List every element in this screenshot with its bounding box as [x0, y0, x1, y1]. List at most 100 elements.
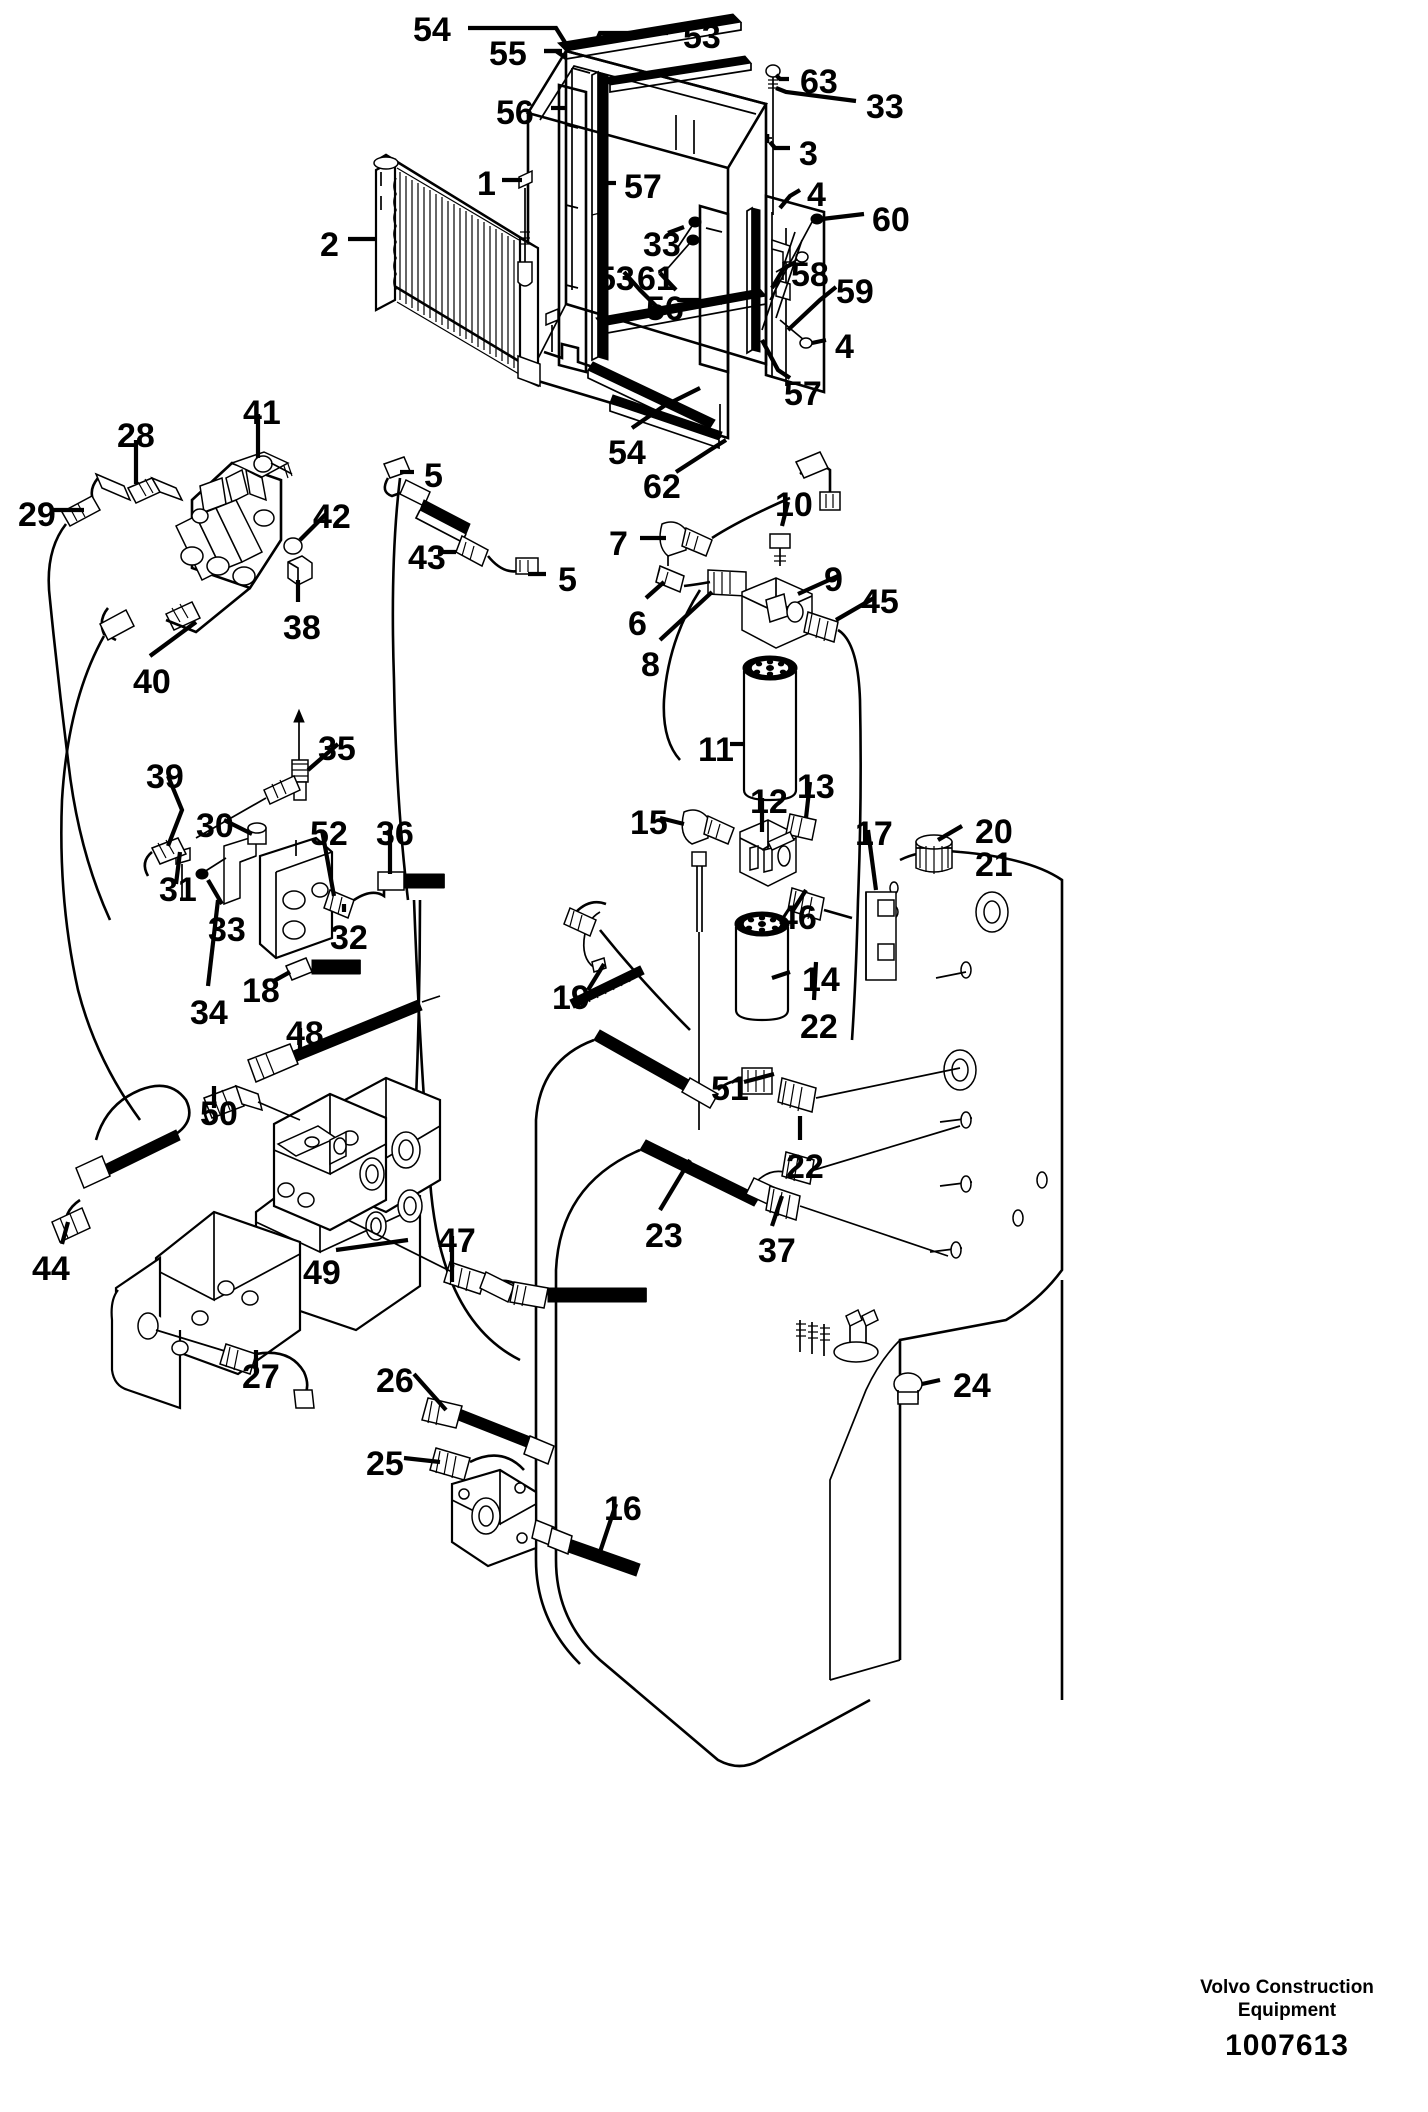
plug-24 [893, 1372, 923, 1405]
callout-51: 51 [711, 1070, 749, 1108]
callout-55: 55 [489, 35, 527, 73]
callout-47: 47 [438, 1222, 476, 1260]
callout-37: 37 [758, 1232, 796, 1270]
brand-line-2: Equipment [1237, 2000, 1337, 2022]
callout-62: 62 [643, 468, 681, 506]
callout-29: 29 [18, 496, 56, 534]
secondary-filter-group [681, 809, 853, 1130]
callout-7: 7 [609, 525, 628, 563]
lower-frame-bolts [796, 1308, 879, 1363]
hose-36 [353, 871, 445, 902]
hose-44 [51, 1084, 191, 1244]
oil-filter-11 [742, 655, 798, 802]
sensor-13 [761, 813, 817, 851]
callout-28: 28 [117, 417, 155, 455]
rail-53-upper [556, 13, 752, 93]
callout-63: 63 [800, 63, 838, 101]
fitting-18 [285, 899, 422, 1101]
callout-60: 60 [872, 201, 910, 239]
callout-4: 4 [835, 328, 854, 366]
callout-57: 57 [784, 375, 822, 413]
callout-31: 31 [159, 871, 197, 909]
valve-35 [195, 708, 309, 839]
elbow-top-right [794, 451, 841, 511]
shroud-top-rail [525, 49, 768, 170]
hose-25-pump-16 [429, 1447, 641, 1577]
callout-25: 25 [366, 1445, 404, 1483]
pump-assembly-group [51, 995, 647, 1577]
fitting-52-32 [323, 888, 355, 920]
callout-56: 56 [646, 290, 684, 328]
callout-6: 6 [628, 605, 647, 643]
callout-33: 33 [866, 88, 904, 126]
brand-line-1: Volvo Construction [1200, 1977, 1374, 1998]
return-hoses-group [534, 900, 961, 1768]
callout-32: 32 [330, 919, 368, 957]
leader-lines-top [348, 25, 865, 474]
bracket-17 [865, 891, 897, 981]
callout-11: 11 [698, 731, 734, 769]
callout-18: 18 [242, 972, 280, 1010]
filter-head-9 [741, 577, 813, 649]
callout-53: 53 [683, 18, 721, 56]
callout-40: 40 [133, 663, 171, 701]
manifold-body [258, 836, 334, 960]
footer-block: Volvo Construction Equipment 1007613 [1142, 1976, 1428, 2063]
oil-filter-14 [734, 911, 790, 1022]
callout-15: 15 [630, 804, 668, 842]
callout-26: 26 [376, 1362, 414, 1400]
plug-10 [769, 533, 791, 566]
fitting-49 [347, 1219, 521, 1304]
rail-53-lower [595, 288, 767, 336]
callout-45: 45 [861, 583, 899, 621]
part-number: 1007613 [1225, 2029, 1349, 2063]
bolt-63 [765, 64, 781, 92]
hose-22-upper [593, 1029, 961, 1113]
callout-56: 56 [496, 94, 534, 132]
callout-57: 57 [624, 168, 662, 206]
cooler-fins [396, 167, 520, 375]
frame-holes [929, 971, 973, 1259]
plug-42 [283, 537, 303, 555]
elbow-15 [681, 809, 735, 845]
plug-30 [247, 822, 267, 845]
callout-1: 1 [477, 165, 496, 203]
hose-47 [509, 1281, 647, 1309]
callout-38: 38 [283, 609, 321, 647]
bolt-41 [253, 455, 293, 479]
rod-3 [766, 92, 774, 215]
callout-54: 54 [413, 11, 451, 49]
fitting-50 [203, 1084, 301, 1123]
callout-9: 9 [824, 561, 843, 599]
callout-14: 14 [802, 961, 840, 999]
chassis-frame-plate [796, 834, 1064, 1700]
bolts-4 [775, 251, 813, 349]
callout-46: 46 [779, 899, 817, 937]
callout-22: 22 [786, 1148, 824, 1186]
fitting-39 [143, 837, 188, 877]
callout-33: 33 [643, 226, 681, 264]
callout-8: 8 [641, 646, 660, 684]
callout-10: 10 [775, 486, 813, 524]
cap-38 [287, 555, 313, 586]
callout-30: 30 [196, 807, 234, 845]
callout-19: 19 [552, 979, 590, 1017]
callout-27: 27 [242, 1358, 280, 1396]
callout-5: 5 [424, 457, 443, 495]
leader-lines-mid [52, 414, 964, 1553]
callout-42: 42 [313, 498, 351, 536]
hose-26 [421, 1397, 555, 1466]
callout-34: 34 [190, 994, 228, 1032]
cooler-core-2 [373, 153, 540, 384]
cap-20-21 [915, 834, 953, 874]
callout-20: 20 [975, 813, 1013, 851]
callout-13: 13 [797, 768, 835, 806]
callout-17: 17 [855, 815, 893, 853]
control-valve-41 [175, 451, 290, 590]
callout-2: 2 [320, 226, 339, 264]
callout-12: 12 [750, 783, 788, 821]
clamp-19 [569, 911, 645, 1009]
filter-head-group [655, 451, 862, 1041]
